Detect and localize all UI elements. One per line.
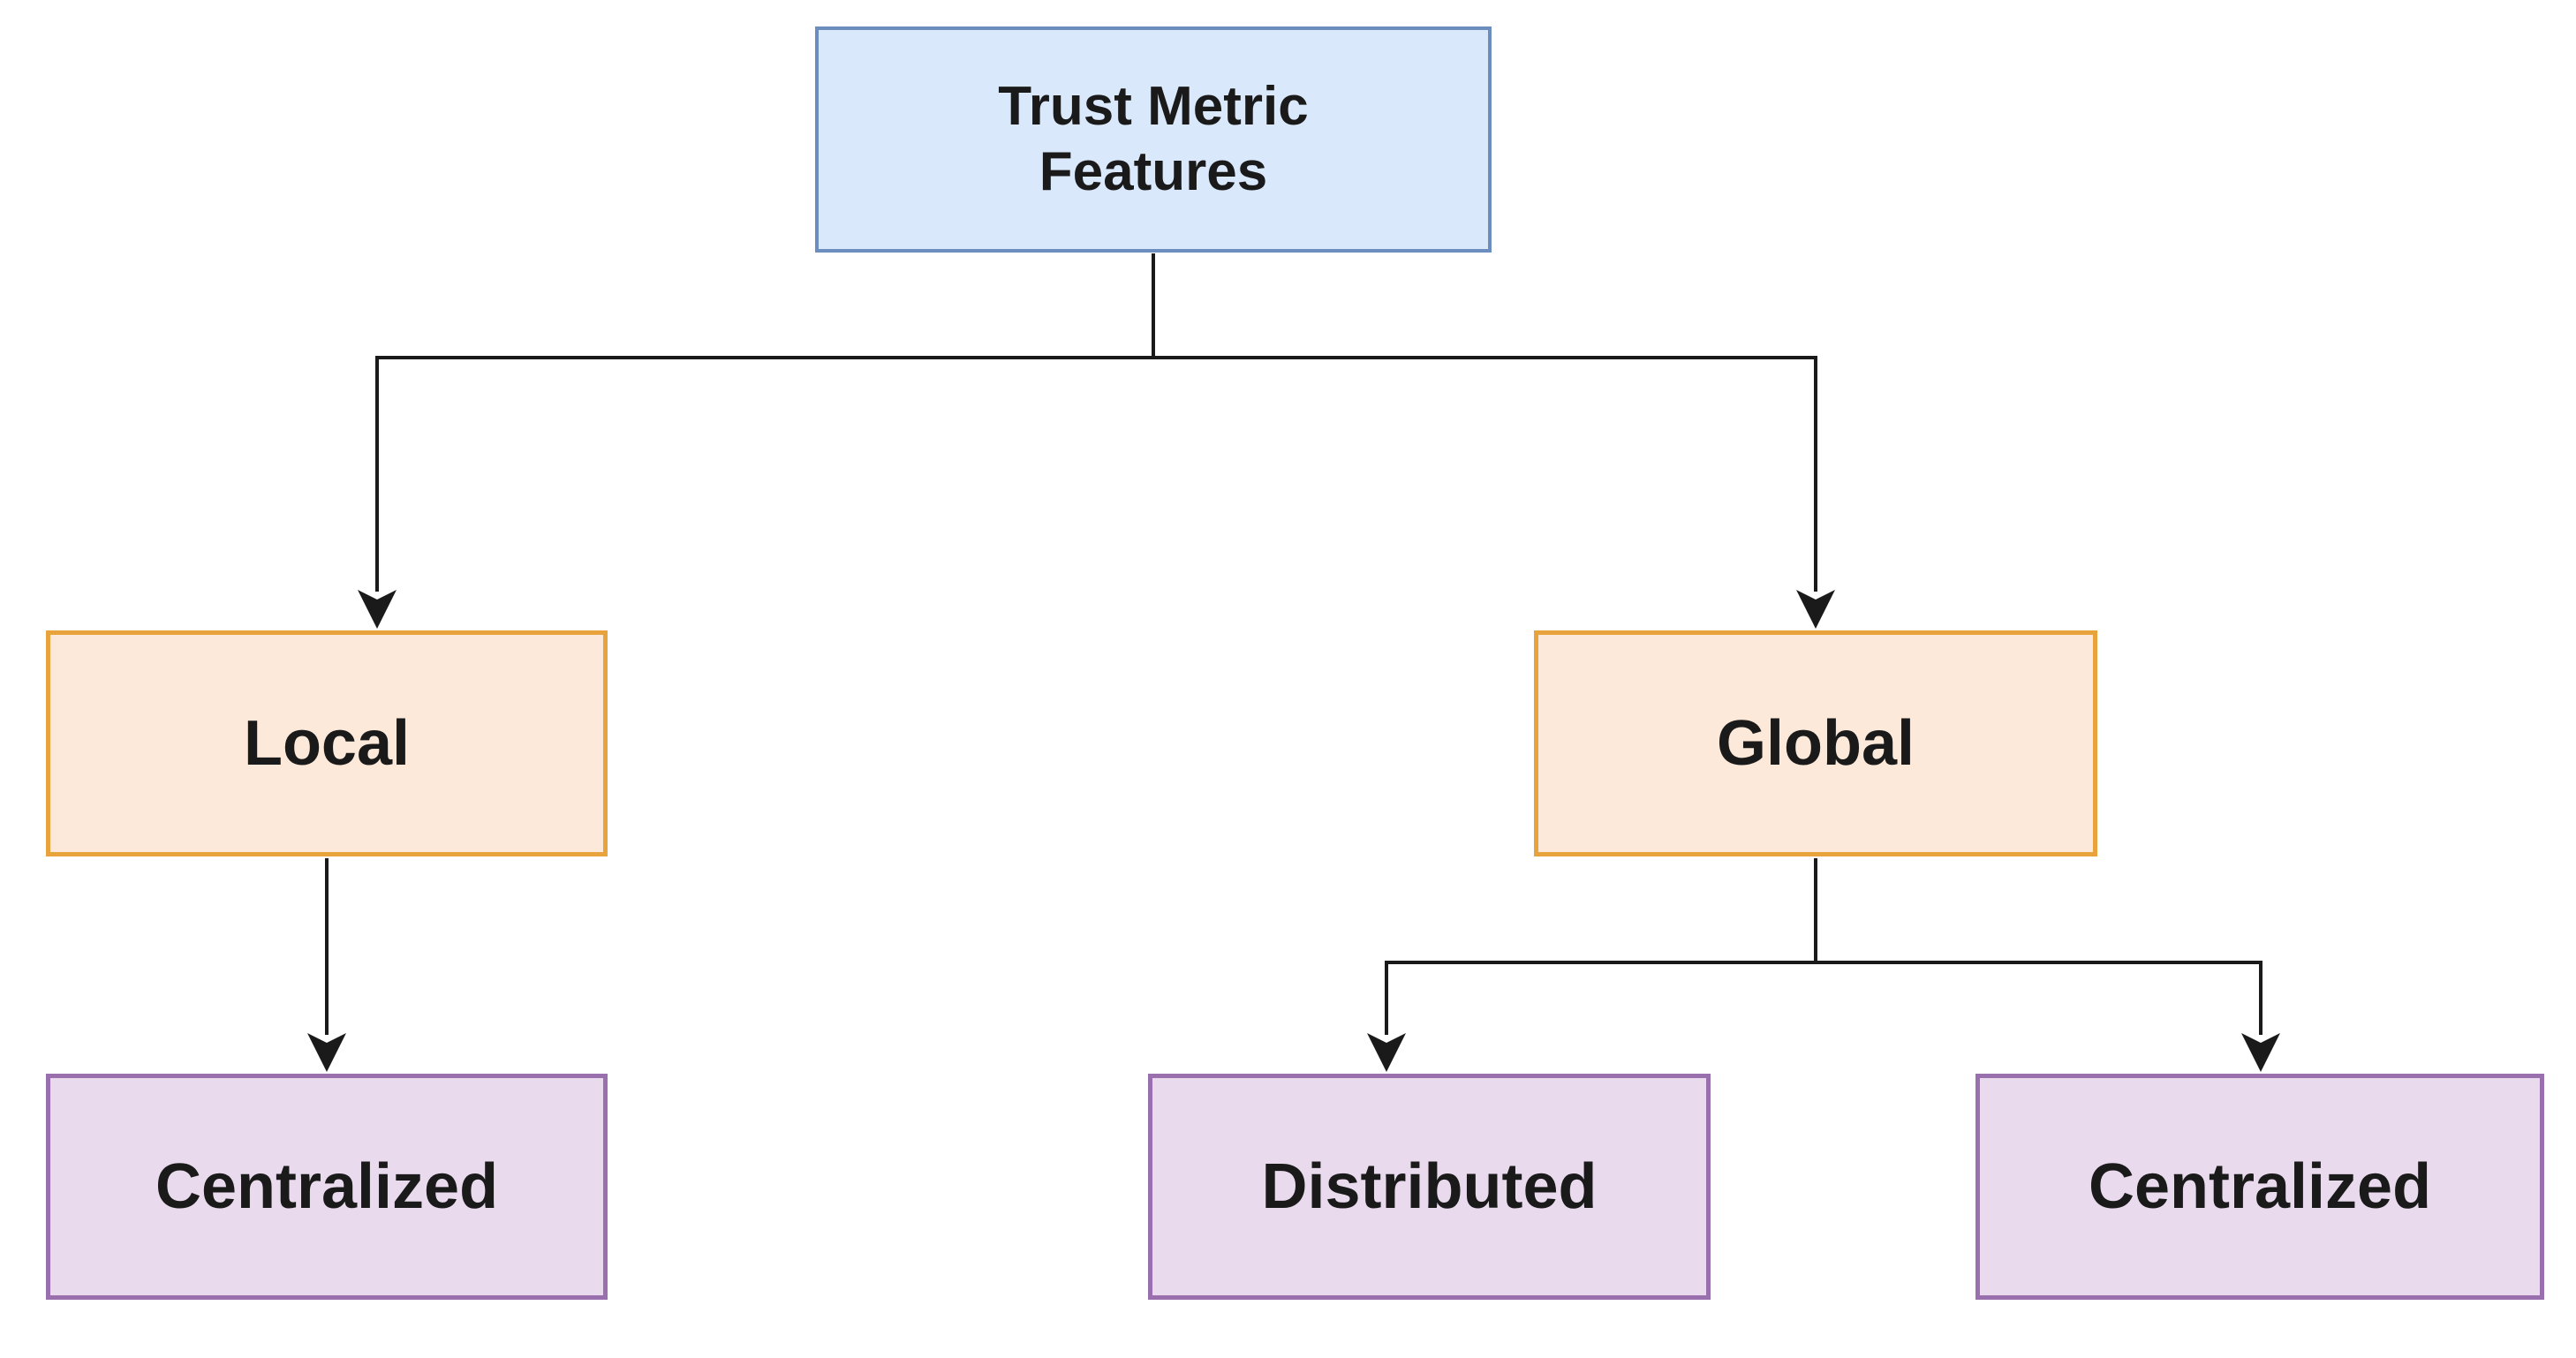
node-centralized-under-global: Centralized [1975,1074,2544,1300]
node-global: Global [1534,630,2097,856]
node-label: Centralized [155,1151,499,1222]
connector-global-to-distributed [1367,858,1817,1072]
node-trust-metric-features: Trust Metric Features [815,26,1492,253]
connector-root-to-global [1153,356,1835,629]
node-label: Distributed [1261,1151,1598,1222]
connector-global-to-centralized [1816,961,2280,1072]
connector-root-to-local [358,253,1155,629]
node-distributed: Distributed [1148,1074,1711,1300]
node-centralized-under-local: Centralized [46,1074,608,1300]
node-label: Local [243,707,411,779]
node-label: Global [1716,707,1915,779]
node-label: Centralized [2088,1151,2432,1222]
node-label: Trust Metric Features [998,75,1309,202]
node-local: Local [46,630,608,856]
